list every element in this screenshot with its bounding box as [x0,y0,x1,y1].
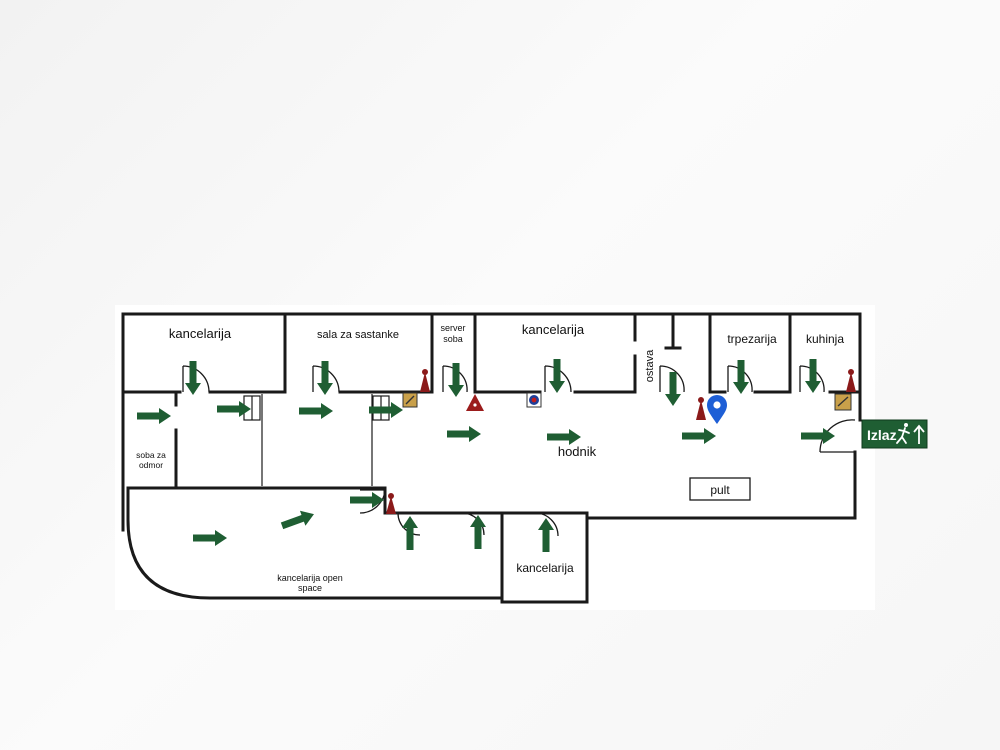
evacuation-arrow-icon [547,429,581,445]
evacuation-arrow-icon [280,510,314,530]
room-label-hodnik: hodnik [558,444,597,459]
evacuation-arrow-icon [299,403,333,419]
evacuation-arrow-icon [549,359,565,393]
room-label-kuhinja: kuhinja [806,332,844,346]
running-person-icon [896,423,910,444]
evacuation-arrow-icon [665,372,681,406]
room-label-open-space-line1: kancelarija open [277,573,343,583]
exit-up-arrow-icon [913,424,925,444]
evacuation-arrow-icon [805,359,821,393]
evacuation-arrow-icon [350,492,384,508]
evacuation-arrow-icon [733,360,749,394]
pult-box [689,477,751,501]
evacuation-arrows [137,359,835,552]
room-label-sala-za-sastanke: sala za sastanke [317,329,399,341]
label-pult: pult [710,483,730,497]
room-label-ostava: ostava [644,349,656,382]
evacuation-arrow-icon [682,428,716,444]
fire-alarm-box-icon [402,392,418,408]
plan-sheet [115,305,875,610]
room-label-soba-za-odmor-line1: soba za [136,450,166,460]
evacuation-arrow-icon [317,361,333,395]
evacuation-arrow-icon [193,530,227,546]
evacuation-arrow-icon [185,361,201,395]
room-label-server-soba-line1: server [440,323,465,333]
room-label-kancelarija-2: kancelarija [522,322,585,337]
evacuation-arrow-icon [801,428,835,444]
doors [182,365,856,537]
room-label-kancelarija-1: kancelarija [169,326,232,341]
evacuation-arrow-icon [447,426,481,442]
you-are-here-location-icon [707,395,727,424]
room-label-kancelarija-3: kancelarija [516,561,574,575]
room-label-open-space-line2: space [298,583,322,593]
fire-extinguisher-icon [696,397,706,420]
fire-extinguisher-icon [846,369,856,392]
fire-extinguisher-icon [386,493,396,514]
emergency-button-icon [526,392,542,408]
room-label-trpezarija: trpezarija [727,332,777,346]
exit-sign: Izlaz [861,419,928,449]
fire-extinguisher-icon [420,369,430,392]
fire-alarm-warning-icon [466,394,484,411]
evacuation-arrow-icon [217,401,251,417]
evacuation-arrow-icon [137,408,171,424]
evacuation-arrow-icon [402,516,418,550]
evacuation-arrow-icon [448,363,464,397]
evacuation-arrow-icon [369,402,403,418]
room-label-server-soba-line2: soba [443,334,463,344]
room-label-soba-za-odmor-line2: odmor [139,460,163,470]
evacuation-arrow-icon [470,515,486,549]
evacuation-arrow-icon [538,518,554,552]
fire-alarm-box-icon [834,393,852,411]
exit-sign-label: Izlaz [867,427,897,443]
